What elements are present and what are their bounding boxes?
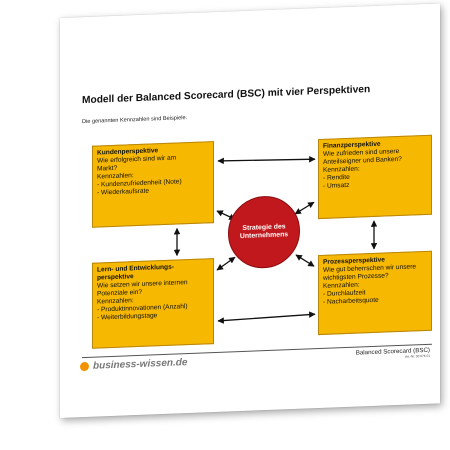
arrow-center-finanz [294, 201, 315, 215]
arrow-lern-prozess [217, 311, 316, 324]
box-kundenperspektive: Kundenperspektive Wie erfolgreich sind w… [92, 141, 214, 228]
circle-line: Unternehmens [239, 231, 289, 241]
arrow-center-lern [216, 256, 236, 271]
box-prozessperspektive: Prozessperspektive Wie gut beherrschen w… [318, 250, 432, 336]
circle-line: Strategie des [242, 222, 286, 232]
arrow-center-prozess [295, 254, 315, 267]
box-finanzperspektive: Finanzperspektive Wie zufrieden sind uns… [318, 134, 432, 220]
logo-dot-icon [80, 361, 89, 372]
document-page: Modell der Balanced Scorecard (BSC) mit … [60, 3, 440, 418]
box-lern-und-entwicklungsperspektive: Lern- und Entwicklungs- perspektive Wie … [92, 258, 214, 349]
arrow-kunden-finanz [217, 156, 316, 165]
arrow-layer [173, 156, 378, 324]
